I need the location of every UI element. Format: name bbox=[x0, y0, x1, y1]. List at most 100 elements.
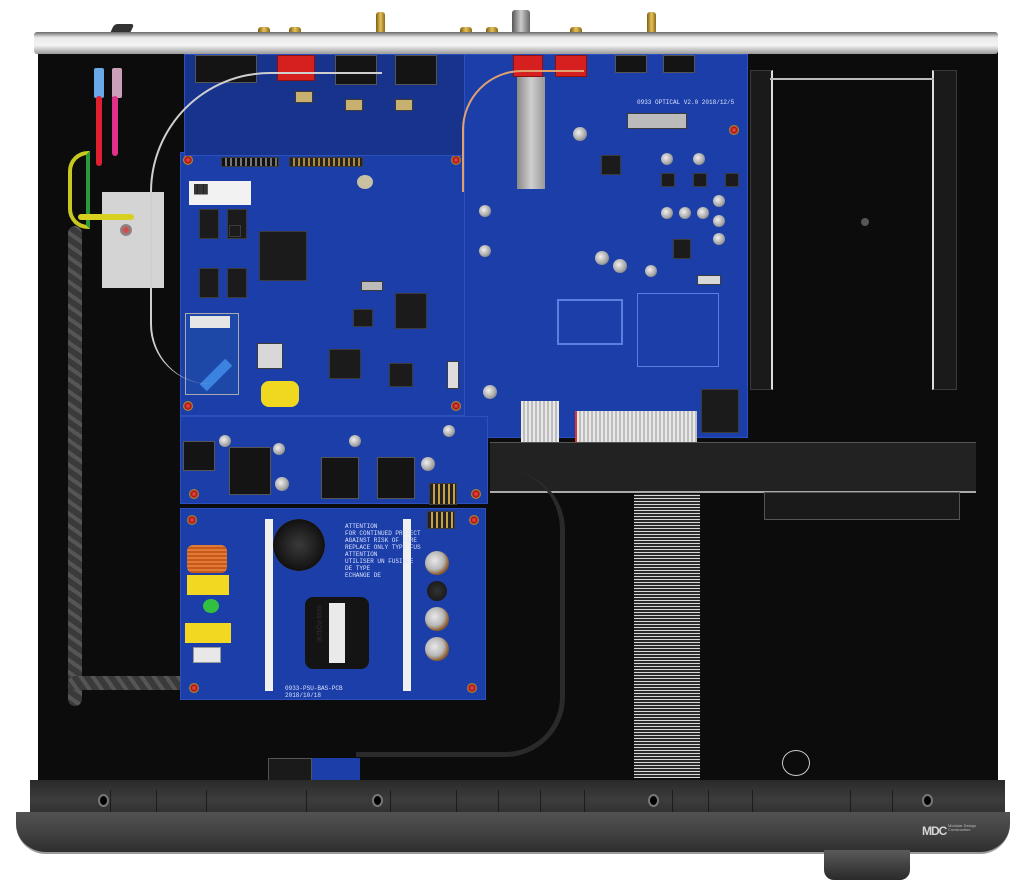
pink-wire bbox=[112, 96, 118, 156]
psu-board: 0933-PQ3230 ATTENTION FOR CONTINUED PROT… bbox=[180, 508, 486, 700]
panel-rib bbox=[892, 790, 893, 814]
rear-connectors bbox=[0, 0, 1024, 40]
board-screw bbox=[183, 401, 193, 411]
common-mode-choke bbox=[187, 545, 227, 573]
rca-jack bbox=[258, 27, 270, 35]
panel-rib bbox=[752, 790, 753, 814]
mains-connector bbox=[193, 647, 221, 663]
x-capacitor bbox=[187, 575, 229, 595]
spade-connector-clear bbox=[112, 68, 122, 98]
capacitor bbox=[273, 443, 285, 455]
ir-receiver-footprint bbox=[637, 293, 719, 367]
capacitor bbox=[219, 435, 231, 447]
panel-screw-hole bbox=[98, 794, 109, 807]
capacitor bbox=[613, 259, 627, 273]
ir-sensor-wire bbox=[782, 750, 810, 776]
heatsink-right bbox=[403, 519, 411, 691]
heatsink-left bbox=[265, 519, 273, 691]
fpc-connector bbox=[627, 113, 687, 129]
panel-rib bbox=[110, 790, 111, 814]
relay bbox=[395, 99, 413, 111]
ram-chip bbox=[199, 209, 219, 239]
volume-knob bbox=[824, 850, 910, 880]
ground-screw bbox=[120, 224, 132, 236]
ferrite-clip bbox=[261, 381, 299, 407]
capacitor bbox=[679, 207, 691, 219]
panel-screw-hole bbox=[648, 794, 659, 807]
panel-rib bbox=[850, 790, 851, 814]
capacitor bbox=[713, 215, 725, 227]
x-capacitor bbox=[185, 623, 231, 643]
display-cover-bar bbox=[490, 442, 976, 493]
output-capacitor bbox=[425, 637, 449, 661]
capacitor bbox=[645, 265, 657, 277]
rca-jack bbox=[570, 27, 582, 35]
transformer-label bbox=[329, 603, 345, 663]
display-bracket-left bbox=[750, 70, 773, 390]
panel-rib bbox=[540, 790, 541, 814]
bulk-capacitor bbox=[273, 519, 325, 571]
capacitor bbox=[713, 195, 725, 207]
panel-rib bbox=[584, 790, 585, 814]
brand-subtitle: Modular Design Construction bbox=[948, 823, 977, 832]
psu-date: 2018/10/18 bbox=[285, 692, 322, 699]
transformer-part-number: 0933-PQ3230 bbox=[315, 605, 321, 643]
board-screw bbox=[471, 489, 481, 499]
display-pcb bbox=[764, 492, 960, 520]
black-signal-cable bbox=[356, 470, 565, 757]
capacitor bbox=[421, 457, 435, 471]
board-screw bbox=[451, 401, 461, 411]
front-panel-faceplate bbox=[16, 812, 1010, 854]
chassis-screw bbox=[861, 218, 869, 226]
antenna-connector bbox=[647, 12, 656, 34]
board-screw bbox=[467, 683, 477, 693]
display-bracket-right bbox=[932, 70, 957, 390]
display-footprint bbox=[557, 299, 623, 345]
regulator bbox=[673, 239, 691, 259]
pin-header bbox=[429, 483, 457, 505]
opamp bbox=[693, 173, 707, 187]
capacitor bbox=[713, 233, 725, 245]
panel-rib bbox=[708, 790, 709, 814]
board-screw bbox=[469, 515, 479, 525]
red-wire bbox=[96, 96, 102, 166]
opamp bbox=[725, 173, 739, 187]
board-screw bbox=[729, 125, 739, 135]
board-screw bbox=[187, 515, 197, 525]
output-capacitor bbox=[425, 607, 449, 631]
panel-screw-hole bbox=[372, 794, 383, 807]
bracket-top-rail bbox=[770, 78, 934, 80]
optical-board-silkscreen: 0933 OPTICAL V2.0 2018/12/5 bbox=[637, 99, 735, 106]
ffc-connector bbox=[701, 389, 739, 433]
capacitor bbox=[595, 251, 609, 265]
output-header bbox=[427, 511, 455, 529]
panel-rib bbox=[498, 790, 499, 814]
capacitor bbox=[661, 207, 673, 219]
capacitor bbox=[479, 245, 491, 257]
output-capacitor bbox=[427, 581, 447, 601]
relay bbox=[321, 457, 359, 499]
panel-rib bbox=[390, 790, 391, 814]
rear-panel-rail bbox=[34, 32, 998, 54]
panel-rib bbox=[156, 790, 157, 814]
optical-jack bbox=[615, 55, 647, 73]
small-connector bbox=[697, 275, 721, 285]
output-capacitor bbox=[425, 551, 449, 575]
rca-jack bbox=[289, 27, 301, 35]
board-screw bbox=[451, 155, 461, 165]
panel-rib bbox=[206, 790, 207, 814]
panel-rib bbox=[306, 790, 307, 814]
transformer bbox=[305, 597, 369, 669]
display-flex-cable bbox=[634, 494, 700, 778]
rca-jack bbox=[460, 27, 472, 35]
board-screw bbox=[189, 683, 199, 693]
capacitor bbox=[661, 153, 673, 165]
twisted-mains-cable-bend bbox=[68, 676, 188, 690]
varistor bbox=[203, 599, 219, 613]
front-connector bbox=[268, 758, 312, 782]
orange-coax-wire bbox=[462, 70, 584, 192]
panel-screw-hole bbox=[922, 794, 933, 807]
front-control-board bbox=[312, 758, 360, 780]
volume-knob-shaft bbox=[512, 10, 530, 34]
capacitor bbox=[483, 385, 497, 399]
